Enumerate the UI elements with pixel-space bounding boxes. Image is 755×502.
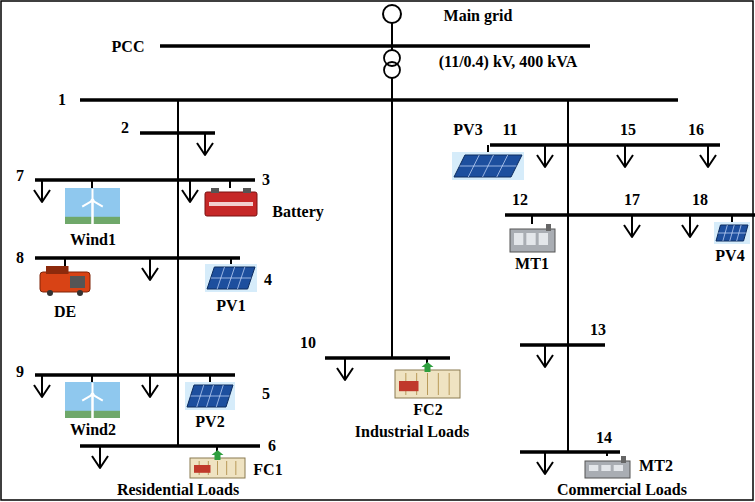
- bus-number: 17: [624, 191, 640, 209]
- component-label: MT1: [515, 255, 549, 273]
- component-label: Wind2: [70, 421, 116, 439]
- grid-label: Main grid: [444, 7, 513, 25]
- bus-number: 2: [121, 119, 129, 137]
- wire: [531, 215, 533, 224]
- wire: [391, 23, 393, 46]
- component-label: PV2: [195, 413, 224, 431]
- pv-panel-icon: [185, 382, 235, 410]
- microturbine-icon: [510, 224, 555, 252]
- transformer-symbol: [384, 50, 400, 78]
- wind-turbine-icon: [65, 188, 120, 224]
- group-label: Residential Loads: [117, 481, 239, 499]
- bus-number: 6: [268, 437, 276, 455]
- bus-label: PCC: [112, 38, 145, 56]
- component-label: PV3: [453, 121, 482, 139]
- wire: [91, 375, 93, 382]
- group-label: Industrial Loads: [355, 423, 469, 441]
- bus-bar: [80, 444, 260, 448]
- wire: [606, 452, 608, 456]
- component-label: FC1: [253, 461, 282, 479]
- wire: [230, 258, 232, 264]
- load-arrow: [537, 145, 553, 167]
- bus-number: 13: [590, 321, 606, 339]
- load-arrow: [182, 180, 198, 202]
- microturbine-icon: [585, 456, 630, 478]
- wire: [391, 78, 393, 100]
- pv-panel-icon: [205, 264, 257, 292]
- bus-bar: [80, 98, 678, 102]
- load-arrow: [197, 133, 213, 155]
- load-arrow: [624, 215, 640, 237]
- load-arrow: [537, 345, 553, 367]
- loads: [34, 133, 716, 474]
- bus-number: 15: [620, 121, 636, 139]
- load-arrow: [34, 180, 50, 202]
- bus-number: 7: [16, 167, 24, 185]
- component-label: Wind1: [70, 231, 116, 249]
- bus-number: 18: [692, 191, 708, 209]
- component-label: Battery: [272, 203, 324, 221]
- bus-number: 16: [688, 121, 704, 139]
- wire: [229, 180, 231, 188]
- load-arrow: [142, 258, 158, 280]
- bus-number: 12: [512, 191, 528, 209]
- wire: [91, 180, 93, 188]
- load-arrow: [142, 375, 158, 397]
- wire: [567, 100, 569, 452]
- bus-bar: [35, 373, 235, 377]
- bus-bars: [35, 46, 755, 452]
- bus-number: 5: [262, 385, 270, 403]
- battery-icon: [205, 188, 257, 216]
- component-label: DE: [54, 303, 76, 321]
- bus-number: 9: [16, 363, 24, 381]
- load-arrow: [337, 358, 353, 380]
- fuel-cell-icon: [395, 362, 460, 398]
- wire: [391, 100, 393, 358]
- bus-bar: [505, 213, 755, 217]
- diesel-engine-icon: [40, 266, 90, 296]
- bus-number: 4: [264, 271, 272, 289]
- component-label: PV1: [216, 297, 245, 315]
- load-arrow: [34, 375, 50, 397]
- wire: [177, 100, 179, 446]
- wire: [731, 215, 733, 222]
- load-arrow: [682, 215, 698, 237]
- wire: [209, 375, 211, 382]
- grid-symbol: [383, 5, 401, 23]
- load-arrow: [700, 145, 716, 167]
- wire: [487, 145, 489, 152]
- load-arrow: [92, 446, 108, 468]
- bus-bar: [325, 356, 450, 360]
- component-label: FC2: [413, 401, 442, 419]
- component-label: MT2: [639, 457, 673, 475]
- bus-number: 11: [502, 121, 517, 139]
- component-label: PV4: [715, 247, 744, 265]
- bus-number: 14: [596, 429, 612, 447]
- bus-bar: [520, 343, 605, 347]
- bus-bar: [490, 143, 720, 147]
- bus-number: 10: [300, 334, 316, 352]
- bus-number: 3: [262, 171, 270, 189]
- bus-number: 8: [16, 249, 24, 267]
- bus-number: 1: [58, 91, 66, 109]
- wires: [65, 23, 732, 456]
- bus-bar: [35, 178, 255, 182]
- wind-turbine-icon: [65, 382, 120, 418]
- load-arrow: [617, 145, 633, 167]
- transformer-rating: (11/0.4) kV, 400 kVA: [439, 53, 578, 71]
- bus-bar: [160, 44, 590, 48]
- wire: [64, 258, 66, 266]
- fuel-cell-icon: [190, 450, 245, 478]
- group-label: Commercial Loads: [557, 481, 687, 499]
- pv-panel-icon: [714, 222, 750, 244]
- bus-bar: [520, 450, 620, 454]
- load-arrow: [537, 452, 553, 474]
- pv-panel-icon: [452, 152, 524, 180]
